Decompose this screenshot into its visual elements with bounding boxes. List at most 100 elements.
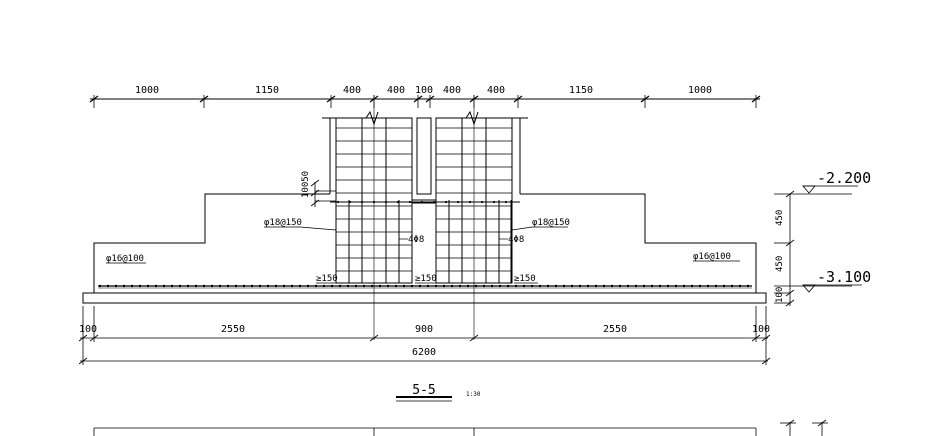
section-scale: 1:30 bbox=[466, 391, 481, 398]
rebar-dot bbox=[746, 284, 750, 288]
elevation-upper-text: -2.200 bbox=[817, 169, 871, 187]
rebar-dot bbox=[522, 284, 526, 288]
right-vertical-note: 4Φ8 bbox=[508, 235, 524, 245]
rebar-dot bbox=[674, 284, 678, 288]
rebar-dot bbox=[218, 284, 222, 288]
rebar-dot bbox=[610, 284, 614, 288]
rebar-dot bbox=[682, 284, 686, 288]
top-dim-9: 1000 bbox=[688, 85, 712, 96]
rebar-dot bbox=[730, 284, 734, 288]
top-tick-mark bbox=[640, 95, 650, 103]
section-label: 5-5 bbox=[412, 383, 435, 398]
bottom-dim-5: 100 bbox=[752, 324, 770, 335]
rebar-dot bbox=[370, 284, 374, 288]
rebar-dot bbox=[408, 200, 412, 204]
foundation-outline bbox=[82, 117, 767, 304]
top-dim-6: 400 bbox=[443, 85, 461, 96]
top-dim-8: 1150 bbox=[569, 85, 593, 96]
rebar-dot bbox=[130, 284, 134, 288]
top-tick-mark bbox=[413, 95, 423, 103]
top-tick-mark bbox=[199, 95, 209, 103]
top-dim-1: 1000 bbox=[135, 85, 159, 96]
rebar-dot bbox=[586, 284, 590, 288]
rebar-dot bbox=[506, 284, 510, 288]
rebar-dot bbox=[306, 284, 310, 288]
rebar-dot bbox=[426, 284, 430, 288]
rebar-dot bbox=[362, 284, 366, 288]
top-dim-7: 400 bbox=[487, 85, 505, 96]
rebar-dot bbox=[282, 284, 286, 288]
top-dimension-chain: 1000 1150 400 400 100 400 400 1150 1000 bbox=[89, 85, 761, 108]
rebar-dot bbox=[450, 284, 454, 288]
rebar-dot bbox=[554, 284, 558, 288]
left-stirrup-note: φ18@150 bbox=[264, 218, 302, 228]
rebar-dot bbox=[442, 284, 446, 288]
bottom-dim-1: 100 bbox=[79, 324, 97, 335]
top-dim-2: 1150 bbox=[255, 85, 279, 96]
rebar-dot bbox=[658, 284, 662, 288]
rebar-dot bbox=[210, 284, 214, 288]
rebar-dot bbox=[458, 284, 462, 288]
top-dim-4: 400 bbox=[387, 85, 405, 96]
rebar-dot bbox=[202, 284, 206, 288]
elevation-lower: -3.100 bbox=[802, 268, 871, 293]
bottom-dim-2: 2550 bbox=[221, 324, 245, 335]
rebar-dot bbox=[348, 200, 352, 204]
rebar-dot bbox=[722, 284, 726, 288]
rebar-dot bbox=[690, 284, 694, 288]
rebar-dot bbox=[482, 284, 486, 288]
top-tick-mark bbox=[425, 95, 435, 103]
rebar-dot bbox=[346, 284, 350, 288]
rebar-dot bbox=[354, 284, 358, 288]
rebar-dot bbox=[706, 284, 710, 288]
rebar-dot bbox=[250, 284, 254, 288]
rebar-dot bbox=[634, 284, 638, 288]
rebar-dot bbox=[456, 200, 460, 204]
rebar-dot bbox=[570, 284, 574, 288]
top-dim-5: 100 bbox=[415, 85, 433, 96]
rebar-dot bbox=[298, 284, 302, 288]
rebar-dot bbox=[146, 284, 150, 288]
elevation-upper: -2.200 bbox=[802, 169, 871, 194]
overall-dim: 6200 bbox=[412, 347, 436, 358]
right-dim-3: 100 bbox=[775, 287, 785, 303]
rebar-dot bbox=[386, 284, 390, 288]
rebar-dot bbox=[420, 200, 424, 204]
rebar-dot bbox=[468, 200, 472, 204]
rebar-dot bbox=[170, 284, 174, 288]
left-small-dim-text: 10050 bbox=[301, 171, 311, 198]
rebar-dot bbox=[698, 284, 702, 288]
cover-note-center: ≥150 bbox=[415, 274, 437, 284]
rebar-dot bbox=[594, 284, 598, 288]
top-tick-mark bbox=[89, 95, 99, 103]
right-dim-2: 450 bbox=[775, 256, 785, 272]
rebar-dot bbox=[234, 284, 238, 288]
rebar-dot bbox=[602, 284, 606, 288]
rebar-dot bbox=[178, 284, 182, 288]
rebar-dot bbox=[138, 284, 142, 288]
rebar-dot bbox=[474, 284, 478, 288]
rebar-dot bbox=[480, 200, 484, 204]
cover-note-left: ≥150 bbox=[316, 274, 338, 284]
rebar-dot bbox=[162, 284, 166, 288]
rebar-dot bbox=[186, 284, 190, 288]
rebar-dot bbox=[410, 284, 414, 288]
rebar-dot bbox=[106, 284, 110, 288]
rebar-dot bbox=[714, 284, 718, 288]
rebar-dot bbox=[492, 200, 496, 204]
left-small-dimension bbox=[310, 179, 336, 207]
rebar-dot bbox=[538, 284, 542, 288]
rebar-dot bbox=[114, 284, 118, 288]
rebar-dot bbox=[274, 284, 278, 288]
rebar-dot bbox=[396, 200, 400, 204]
rebar-dot bbox=[402, 284, 406, 288]
right-bottom-note: φ16@100 bbox=[693, 252, 731, 262]
rebar-dot bbox=[650, 284, 654, 288]
rebar-dot bbox=[372, 200, 376, 204]
rebar-dot bbox=[498, 284, 502, 288]
rebar-dot bbox=[336, 200, 340, 204]
right-dimension-chain bbox=[774, 190, 852, 307]
bottom-rebar-dots bbox=[98, 200, 750, 288]
rebar-dot bbox=[322, 284, 326, 288]
rebar-dot bbox=[314, 284, 318, 288]
